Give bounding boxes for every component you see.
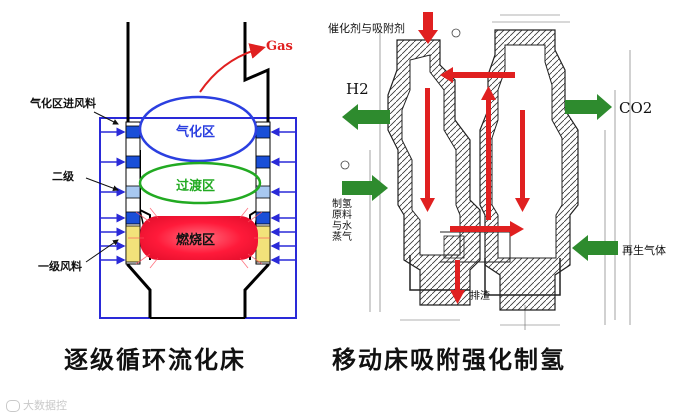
combustion-zone-label: 燃烧区 — [176, 233, 216, 248]
combustion-zone — [140, 216, 258, 260]
gas-flow-arrow — [199, 43, 266, 93]
red-flow-arrows — [418, 12, 530, 304]
nozzle-right-4 — [255, 211, 271, 225]
co2-label: CO2 — [619, 99, 653, 117]
watermark: 大数据控 — [6, 397, 67, 413]
first-stage-label: 一级风料 — [38, 260, 82, 273]
yellow-inlet-right — [255, 225, 271, 263]
h2-label: H2 — [346, 80, 369, 98]
regen-gas-label: 再生气体 — [622, 244, 666, 257]
catalyst-label: 催化剂与吸附剂 — [328, 22, 405, 35]
yellow-inlet-left — [125, 225, 141, 263]
second-stage-label: 二级 — [52, 170, 74, 183]
nozzle-left-4 — [125, 211, 141, 225]
transition-zone — [138, 161, 262, 205]
nozzle-right-3 — [255, 185, 271, 199]
gas-label: Gas — [266, 39, 293, 54]
gasify-zone — [138, 95, 258, 163]
gasify-zone-label: 气化区 — [176, 125, 216, 140]
discharge-label: 排渣 — [470, 291, 490, 302]
watermark-logo-icon — [6, 400, 20, 412]
left-reactor-diagram — [85, 22, 297, 319]
transition-zone-label: 过渡区 — [176, 179, 216, 194]
feed-label: 制氢原料与水蒸气 — [332, 199, 352, 243]
left-caption: 逐级循环流化床 — [64, 345, 246, 374]
nozzle-right-2 — [255, 155, 271, 169]
gasify-inlet-label: 气化区进风料 — [30, 97, 96, 110]
right-reactor-diagram — [340, 12, 631, 330]
green-arrows — [342, 94, 618, 261]
nozzle-left-2 — [125, 155, 141, 169]
nozzle-left-3 — [125, 185, 141, 199]
nozzle-right-1 — [255, 125, 271, 139]
right-caption: 移动床吸附强化制氢 — [332, 345, 566, 374]
reactor-left-wall — [126, 22, 152, 318]
nozzle-left-1 — [125, 125, 141, 139]
